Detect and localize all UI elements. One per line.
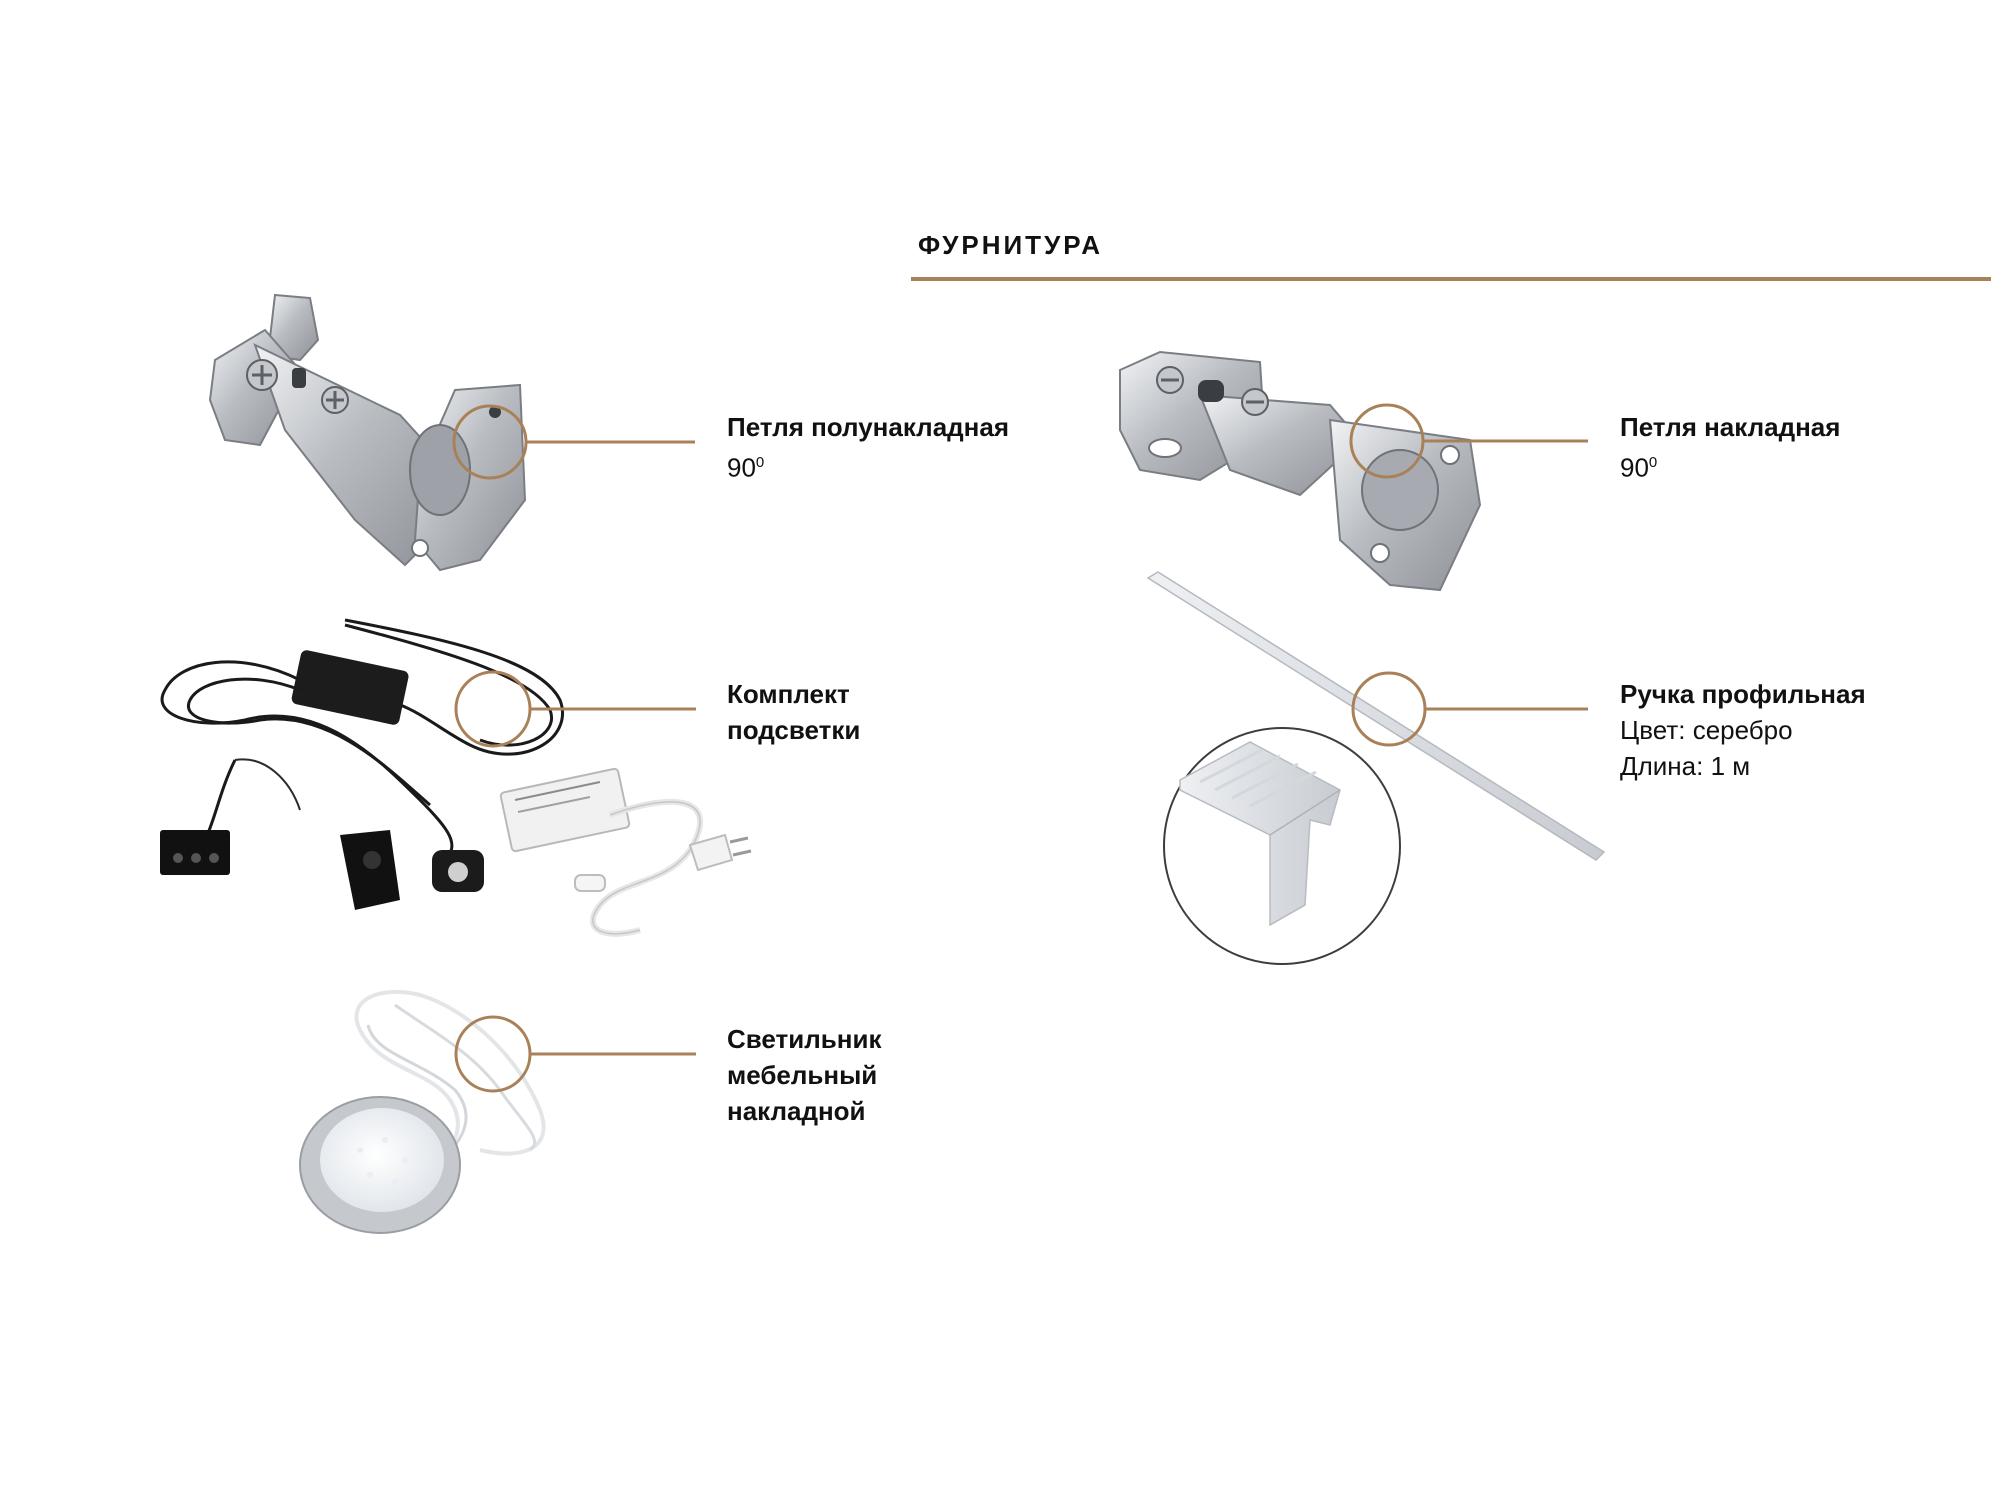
item-spec-color: Цвет: серебро: [1620, 715, 1793, 745]
callout-profile-handle: [1351, 671, 1588, 747]
item-name: Петля полунакладная: [727, 412, 1009, 442]
callout-lighting-kit: [454, 670, 696, 748]
overlay-hinge-image: [1119, 350, 1482, 592]
callout-overlay-hinge: [1349, 403, 1588, 479]
profile-handle-image: [1146, 571, 1606, 965]
label-half-overlay-hinge: Петля полунакладная 900: [727, 409, 1009, 486]
label-lighting-kit: Комплект подсветки: [727, 676, 860, 748]
section-title: ФУРНИТУРА: [918, 230, 1104, 260]
half-overlay-hinge-image: [208, 293, 527, 572]
item-spec-angle: 900: [1620, 452, 1658, 483]
item-name: Петля накладная: [1620, 412, 1841, 442]
item-spec-angle: 900: [727, 452, 765, 483]
callout-half-overlay-hinge: [452, 404, 695, 480]
title-divider: [911, 277, 1991, 281]
label-profile-handle: Ручка профильная Цвет: серебро Длина: 1 …: [1620, 676, 1866, 784]
callout-furniture-lamp: [454, 1015, 696, 1093]
item-name: Комплект подсветки: [727, 679, 861, 745]
item-name: Светильник мебельный накладной: [727, 1024, 882, 1126]
label-furniture-lamp: Светильник мебельный накладной: [727, 1021, 881, 1129]
lighting-kit-image: [160, 618, 752, 937]
furniture-lamp-image: [299, 989, 546, 1234]
item-name: Ручка профильная: [1620, 679, 1866, 709]
label-overlay-hinge: Петля накладная 900: [1620, 409, 1840, 486]
item-spec-length: Длина: 1 м: [1620, 751, 1751, 781]
